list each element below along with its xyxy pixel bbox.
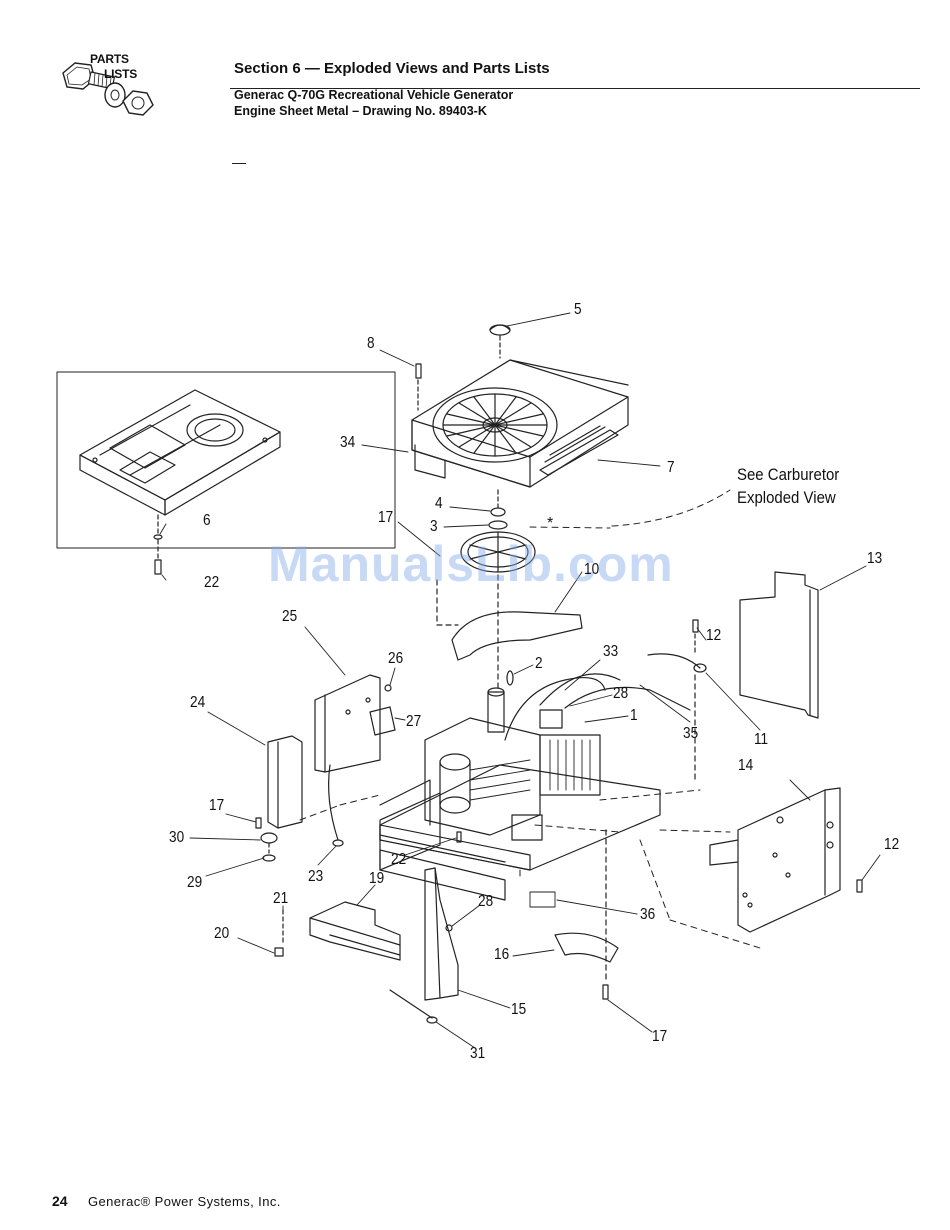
callout-26: 26 (388, 650, 404, 667)
callout-2: 2 (535, 655, 543, 672)
callout-33: 33 (603, 643, 619, 660)
callout-24: 24 (190, 694, 206, 711)
cap-part-5 (489, 324, 511, 359)
callout-15: 15 (511, 1001, 527, 1018)
callout-6: 6 (203, 512, 211, 529)
logo-word-parts: PARTS (90, 52, 129, 66)
callout-30: 30 (169, 829, 185, 846)
callout-31: 31 (470, 1045, 486, 1062)
callout-19: 19 (369, 870, 385, 887)
inset-fastener-6-22 (153, 514, 163, 575)
callout-3: 3 (430, 518, 438, 535)
callout-16: 16 (494, 946, 510, 963)
callout-7: 7 (667, 459, 675, 476)
parts-lists-logo-icon (62, 62, 154, 116)
callout-22-inset: 22 (204, 574, 220, 591)
header-rule (230, 88, 920, 89)
logo-word-lists: LISTS (104, 67, 138, 81)
callout-5: 5 (574, 301, 582, 318)
panel-part-14 (709, 787, 841, 933)
inset-frame (56, 371, 396, 549)
callout-23: 23 (308, 868, 324, 885)
callout-12-upper: 12 (706, 627, 722, 644)
callout-34: 34 (340, 434, 356, 451)
callout-8: 8 (367, 335, 375, 352)
callout-13: 13 (867, 550, 883, 567)
callout-17-left: 17 (209, 797, 225, 814)
blower-housing (411, 359, 629, 488)
subtitle-drawing: Engine Sheet Metal – Drawing No. 89403-K (234, 104, 487, 118)
callout-17-top: 17 (378, 509, 394, 526)
bracket-part-19 (309, 901, 401, 961)
callout-28-lower: 28 (478, 893, 494, 910)
callout-28-upper: 28 (613, 685, 629, 702)
callout-17-bottom: 17 (652, 1028, 668, 1045)
callout-36: 36 (640, 906, 656, 923)
callout-10: 10 (584, 561, 600, 578)
panel-part-24 (267, 735, 303, 829)
callout-27: 27 (406, 713, 422, 730)
watermark-text: ManualsLib.com (268, 536, 674, 592)
footer-company: Generac® Power Systems, Inc. (88, 1194, 281, 1209)
panel-part-13 (739, 571, 819, 719)
base-frame (379, 792, 506, 901)
subtitle-generator: Generac Q-70G Recreational Vehicle Gener… (234, 88, 514, 102)
bracket-part-15 (424, 867, 459, 1001)
inset-base-plate (79, 389, 281, 516)
carburetor-note-line-1: See Carburetor (737, 465, 840, 484)
screw-part-8 (415, 363, 422, 411)
engine-block (379, 677, 661, 871)
callout-29: 29 (187, 874, 203, 891)
footer-page-number: 24 (52, 1193, 68, 1209)
callout-12-lower: 12 (884, 836, 900, 853)
callout-4: 4 (435, 495, 443, 512)
dash-mark (232, 163, 246, 164)
section-title: Section 6 — Exploded Views and Parts Lis… (234, 60, 550, 77)
callout-25: 25 (282, 608, 298, 625)
callout-1: 1 (630, 707, 638, 724)
callout-20: 20 (214, 925, 230, 942)
callout-14: 14 (738, 757, 754, 774)
shroud-part-10 (451, 611, 583, 661)
carburetor-asterisk: * (547, 515, 553, 532)
callout-21: 21 (273, 890, 289, 907)
carburetor-note-line-2: Exploded View (737, 488, 836, 507)
callout-22-lower: 22 (391, 851, 407, 868)
panel-part-25 (314, 674, 381, 773)
flywheel-parts (460, 489, 536, 691)
callout-35: 35 (683, 725, 699, 742)
callout-11: 11 (754, 731, 769, 748)
